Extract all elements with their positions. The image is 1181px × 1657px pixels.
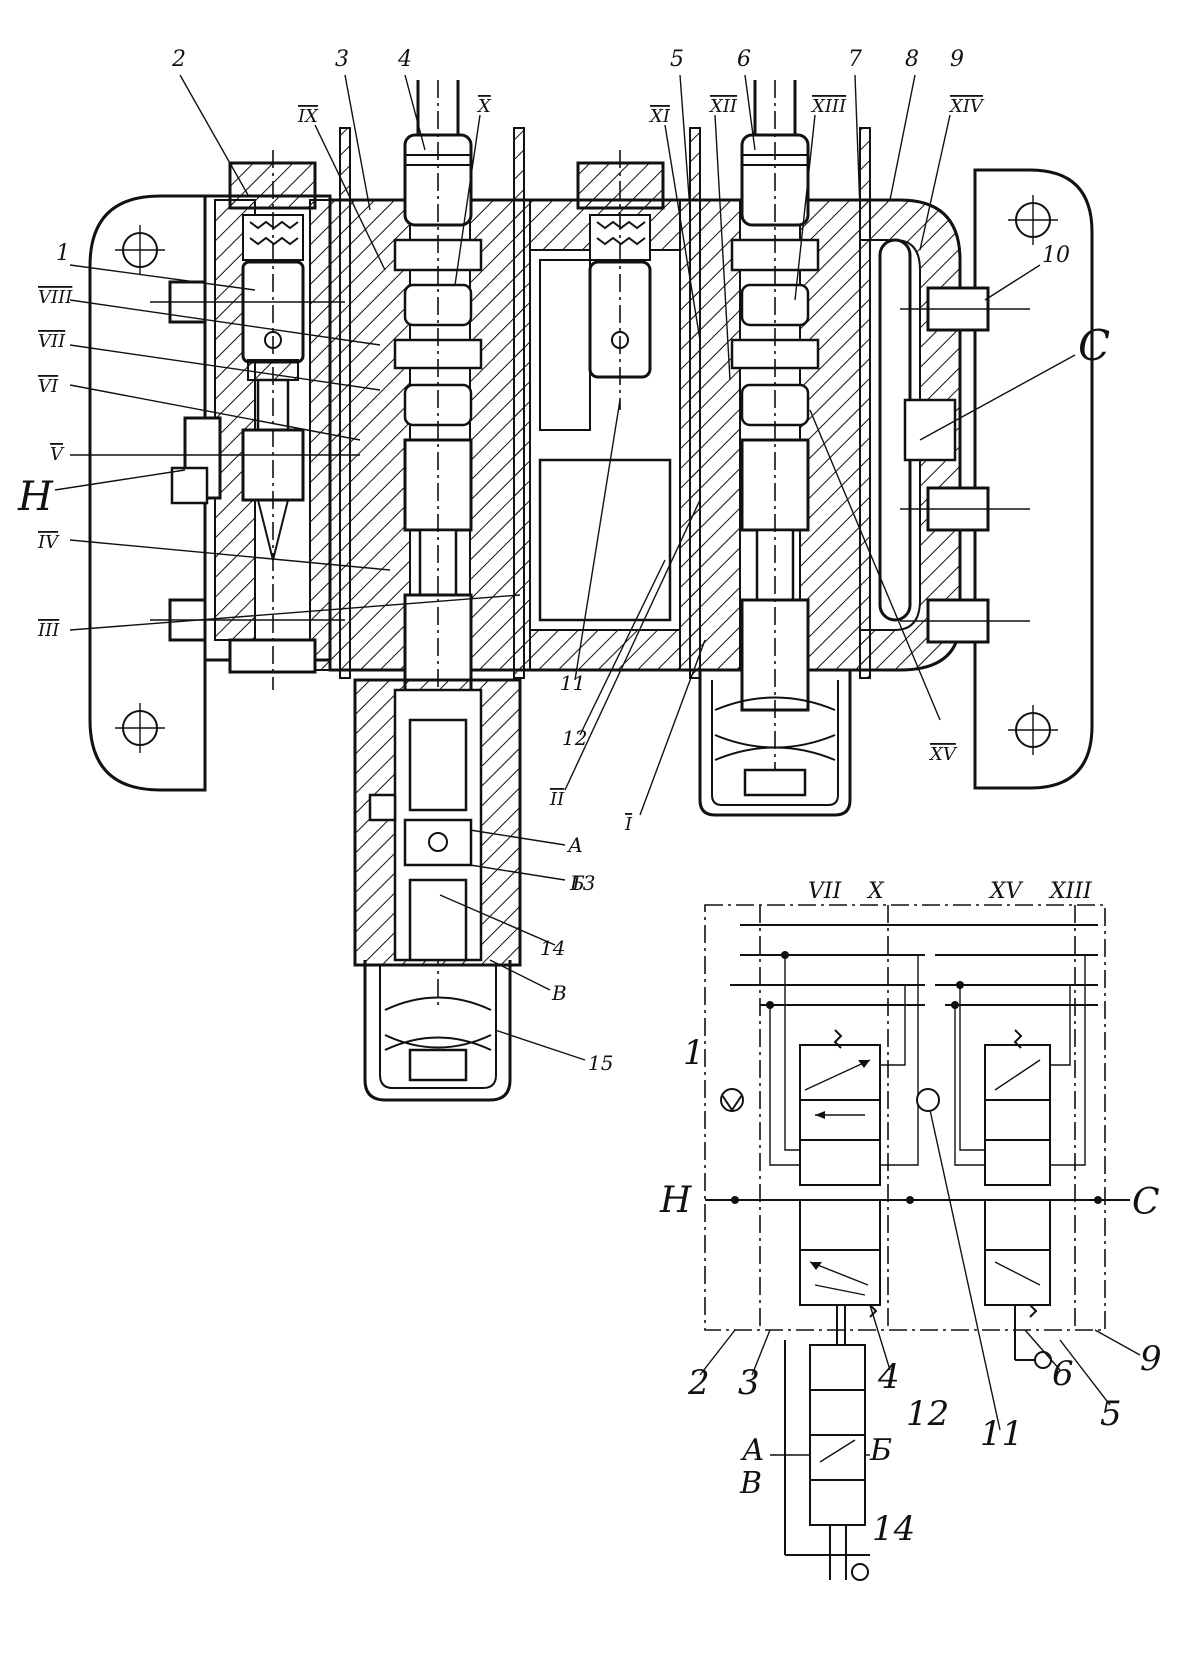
check-valve-11 — [576, 150, 665, 410]
label-IV: IV — [37, 532, 60, 553]
leader-lines — [54, 74, 1076, 1061]
valve-body — [203, 194, 962, 672]
scheme-label-XV: XV — [988, 879, 1024, 904]
scheme-label-5: 5 — [1100, 1394, 1122, 1434]
scheme-label-VII: VII — [808, 879, 843, 904]
scheme-label-12: 12 — [906, 1394, 949, 1434]
scheme-left-valve — [799, 1029, 881, 1318]
label-1: 1 — [56, 241, 70, 266]
scheme-label-6: 6 — [1052, 1354, 1074, 1394]
label-XIII: XIII — [810, 96, 847, 117]
bolts-left — [150, 280, 345, 642]
label-4: 4 — [397, 47, 412, 72]
scheme-label-11: 11 — [980, 1414, 1023, 1454]
label-A: А — [566, 833, 583, 857]
scheme-label-14: 14 — [872, 1509, 915, 1549]
label-5: 5 — [670, 47, 684, 72]
scheme-label-H: H — [659, 1180, 692, 1221]
scheme-label-X: X — [866, 879, 885, 904]
scheme-label-B: Б — [869, 1433, 892, 1468]
label-VIII: VIII — [38, 287, 73, 308]
label-II: II — [549, 789, 565, 810]
label-6: 6 — [737, 47, 751, 72]
bolts-right — [900, 286, 1030, 644]
pneumatic-scheme: VII X XV XIII H C 1 2 3 4 12 11 6 5 9 А … — [659, 879, 1162, 1581]
label-10: 10 — [1042, 243, 1070, 268]
label-B: Б — [569, 871, 585, 895]
label-11: 11 — [560, 671, 585, 695]
label-2: 2 — [171, 47, 186, 72]
label-VII: VII — [38, 331, 66, 352]
check-valve-11-icon — [916, 1088, 940, 1112]
label-9: 9 — [950, 47, 964, 72]
separator-plates — [339, 127, 871, 679]
label-XI: XI — [648, 106, 671, 127]
label-14: 14 — [540, 936, 565, 960]
scheme-label-9: 9 — [1140, 1339, 1162, 1379]
section-labels: 2 3 4 5 6 7 8 9 10 1 11 12 13 14 15 IX X… — [17, 47, 1110, 1075]
right-spool — [730, 80, 820, 790]
label-V: В — [551, 981, 567, 1005]
label-12: 12 — [562, 726, 587, 750]
label-15: 15 — [588, 1051, 613, 1075]
label-X: X — [476, 96, 492, 117]
section-view: 2 3 4 5 6 7 8 9 10 1 11 12 13 14 15 IX X… — [17, 47, 1110, 1102]
scheme-label-C: C — [1132, 1182, 1160, 1223]
scheme-right-valve — [984, 1029, 1052, 1369]
scheme-manual-valve — [784, 1305, 870, 1581]
scheme-label-4: 4 — [877, 1357, 900, 1397]
scheme-label-XIII: XIII — [1048, 879, 1093, 904]
scheme-label-2: 2 — [687, 1363, 710, 1403]
lower-actuator — [353, 678, 522, 1102]
label-IX: IX — [297, 106, 319, 127]
label-I: I — [624, 814, 633, 835]
scheme-label-1: 1 — [683, 1033, 705, 1073]
label-XII: XII — [708, 96, 738, 117]
label-V: V — [50, 444, 65, 465]
label-XIV: XIV — [948, 96, 985, 117]
label-XV: XV — [928, 744, 958, 765]
right-mounting-plate — [973, 168, 1094, 790]
label-VI: VI — [38, 376, 59, 397]
label-13: 13 — [570, 871, 595, 895]
label-3: 3 — [335, 47, 349, 72]
right-bellows — [698, 670, 852, 817]
label-C: C — [1078, 321, 1110, 370]
scheme-label-V: В — [739, 1466, 762, 1501]
label-H: H — [17, 474, 54, 520]
label-III: III — [37, 620, 60, 641]
left-spool — [393, 80, 483, 1010]
check-valve-1 — [170, 150, 317, 690]
label-8: 8 — [905, 47, 919, 72]
scheme-label-3: 3 — [738, 1363, 760, 1403]
label-7: 7 — [848, 47, 862, 72]
scheme-label-A: А — [740, 1433, 765, 1468]
left-mounting-plate — [88, 194, 207, 792]
